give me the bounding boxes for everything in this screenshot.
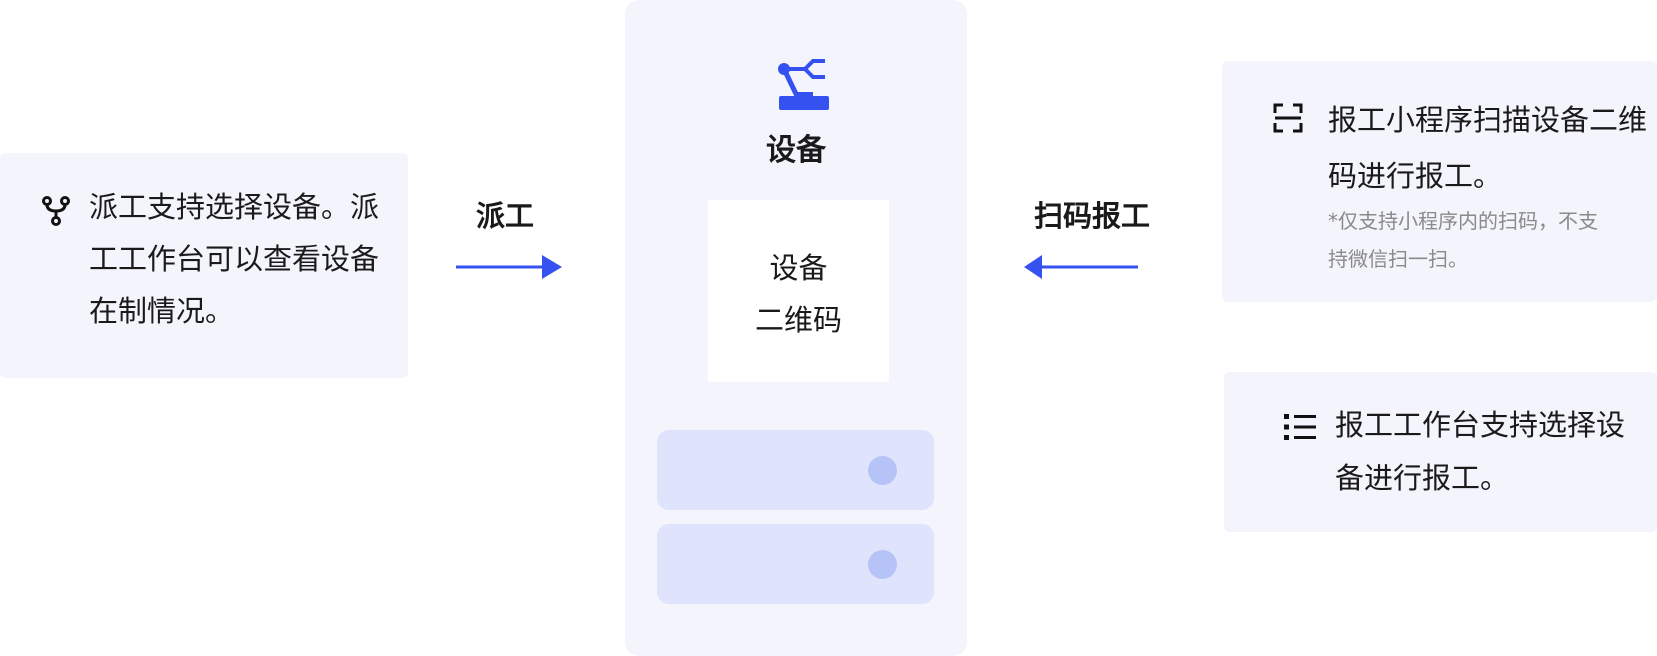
scan-report-note: *仅支持小程序内的扫码，不支持微信扫一扫。 xyxy=(1328,209,1598,271)
dispatch-info-text: 派工支持选择设备。派工工作台可以查看设备在制情况。 xyxy=(89,190,380,328)
list-icon xyxy=(1284,414,1316,440)
status-dot xyxy=(868,550,897,579)
scan-report-text: 报工小程序扫描设备二维码进行报工。 xyxy=(1328,103,1648,193)
qr-label-line1: 设备 xyxy=(769,251,828,285)
scan-icon xyxy=(1273,103,1303,133)
fork-icon xyxy=(42,196,70,226)
device-panel: 设备 设备 二维码 xyxy=(625,0,967,656)
device-qr-code: 设备 二维码 xyxy=(708,200,889,382)
arrow-left-icon xyxy=(1024,255,1138,279)
workbench-report-card: 报工工作台支持选择设备进行报工。 xyxy=(1224,372,1657,532)
workbench-report-text: 报工工作台支持选择设备进行报工。 xyxy=(1335,408,1626,495)
device-title: 设备 xyxy=(766,133,826,168)
robot-arm-icon xyxy=(778,59,829,110)
list-item xyxy=(657,524,934,604)
scan-report-label: 扫码报工 xyxy=(1034,199,1151,233)
arrow-right-icon xyxy=(456,255,562,279)
dispatch-label: 派工 xyxy=(476,199,535,233)
scan-report-card: 报工小程序扫描设备二维码进行报工。 *仅支持小程序内的扫码，不支持微信扫一扫。 xyxy=(1222,61,1657,302)
qr-label-line2: 二维码 xyxy=(754,303,842,337)
status-dot xyxy=(868,456,897,485)
dispatch-info-card: 派工支持选择设备。派工工作台可以查看设备在制情况。 xyxy=(0,153,408,378)
list-item xyxy=(657,430,934,510)
